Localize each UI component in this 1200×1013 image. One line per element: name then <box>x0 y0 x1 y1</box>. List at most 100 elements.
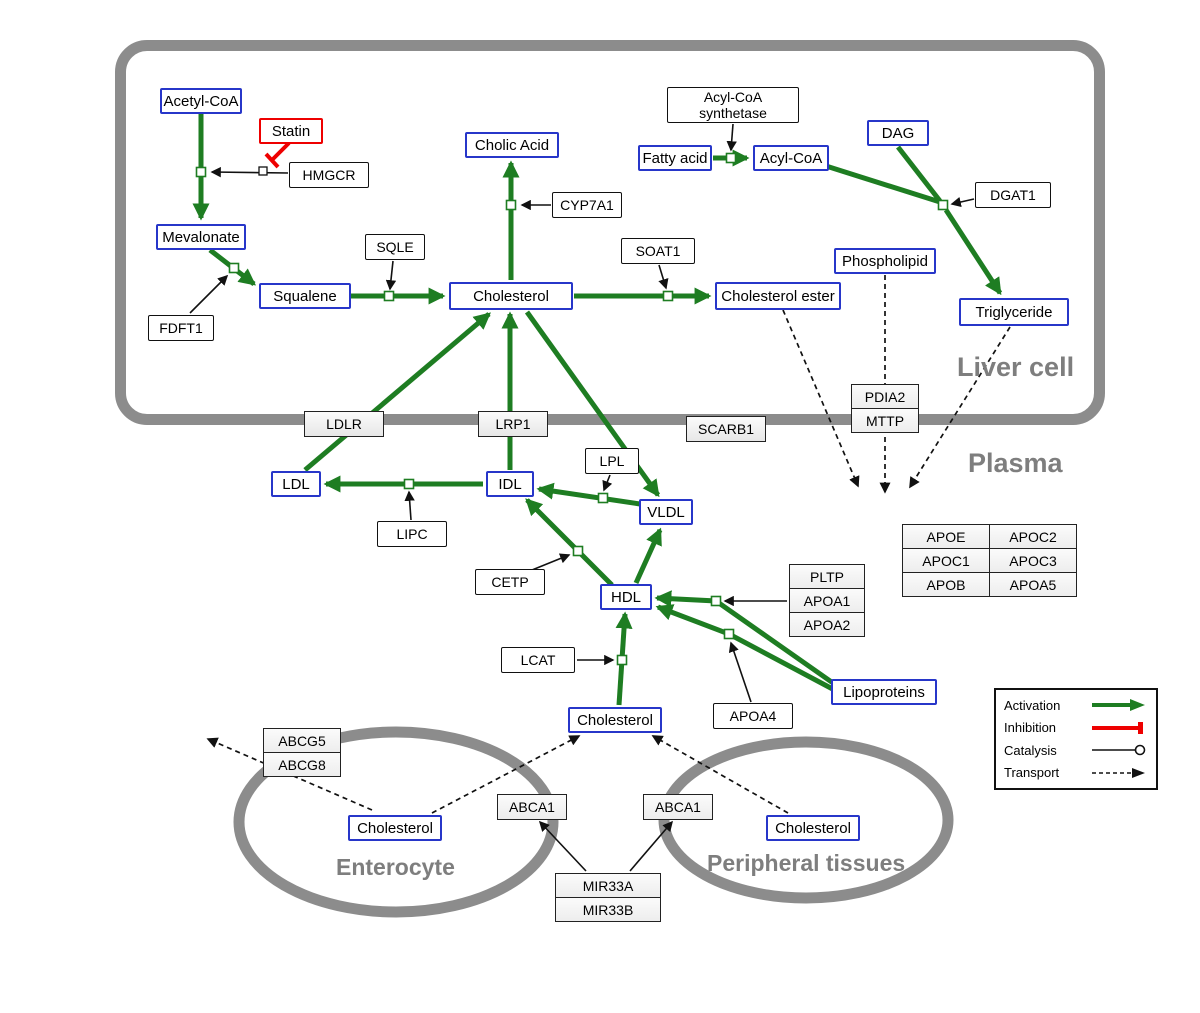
edge-sqle-catalysis <box>385 260 397 291</box>
reaction-node <box>710 595 722 607</box>
node-cholesterol-peripheral: Cholesterol <box>766 815 860 841</box>
peripheral-tissues-label: Peripheral tissues <box>707 850 906 876</box>
statin-target-node <box>258 166 268 176</box>
transport-dashed-arrow-icon <box>1092 767 1145 778</box>
edge-enterocyte-cholesterol-abcg-export <box>206 737 373 811</box>
node-mevalonate: Mevalonate <box>156 224 246 250</box>
legend-transport-label: Transport <box>1004 765 1060 781</box>
reaction-node <box>228 262 240 274</box>
node-abca1-right: ABCA1 <box>643 794 713 820</box>
node-cyp7a1: CYP7A1 <box>552 192 622 218</box>
statin-inhibition-tbar <box>264 152 280 169</box>
legend-inhibition-row: Inhibition <box>1004 720 1148 735</box>
activation-arrow-icon <box>1092 699 1145 712</box>
node-cholesterol-liver: Cholesterol <box>449 282 573 310</box>
node-mttp: MTTP <box>851 408 919 433</box>
node-apoa4: APOA4 <box>713 703 793 729</box>
edge-cetp-catalysis <box>531 553 571 571</box>
node-cholesterol-plasma: Cholesterol <box>568 707 662 733</box>
node-hmgcr: HMGCR <box>289 162 369 188</box>
edge-dag-dgatnode <box>896 145 942 203</box>
node-cholesterol-enterocyte: Cholesterol <box>348 815 442 841</box>
node-lipc: LIPC <box>377 521 447 547</box>
edge-lpl-catalysis <box>602 474 613 492</box>
apo-table-cell: APOB <box>902 572 990 597</box>
node-scarb1: SCARB1 <box>686 416 766 442</box>
reaction-node <box>403 478 415 490</box>
reaction-node <box>383 290 395 302</box>
liver-cell-label: Liver cell <box>957 352 1075 382</box>
node-ldlr: LDLR <box>304 411 384 437</box>
node-acyl-coa-synthetase: Acyl-CoA synthetase <box>667 87 799 123</box>
node-dgat1: DGAT1 <box>975 182 1051 208</box>
acyl-coa-synthetase-line2: synthetase <box>699 105 767 121</box>
node-abcg5: ABCG5 <box>263 728 341 753</box>
legend-transport-row: Transport <box>1004 765 1148 780</box>
edge-fdft1-catalysis <box>189 274 229 314</box>
reaction-node <box>662 290 674 302</box>
node-cholic-acid: Cholic Acid <box>465 132 559 158</box>
node-mir33b: MIR33B <box>555 897 661 922</box>
node-abca1-left: ABCA1 <box>497 794 567 820</box>
peripheral-tissues-membrane <box>658 736 954 904</box>
node-acyl-coa: Acyl-CoA <box>753 145 829 171</box>
edge-hdl-vldl <box>633 527 663 585</box>
liver-cell-compartment <box>115 40 1105 425</box>
edge-vldl-idl <box>536 482 641 507</box>
enterocyte-membrane <box>233 726 559 918</box>
apo-table-cell: APOA5 <box>989 572 1077 597</box>
legend-inhibition-label: Inhibition <box>1004 720 1057 736</box>
edge-mir33-abca1-right <box>629 820 674 872</box>
node-triglyceride: Triglyceride <box>959 298 1069 326</box>
node-mir33a: MIR33A <box>555 873 661 898</box>
apo-table-cell: APOC3 <box>989 548 1077 573</box>
legend-catalysis-label: Catalysis <box>1004 742 1057 758</box>
legend-activation-label: Activation <box>1004 697 1061 713</box>
node-ldl: LDL <box>271 471 321 497</box>
node-apoa2: APOA2 <box>789 612 865 637</box>
apo-table-cell: APOE <box>902 524 990 549</box>
node-hdl: HDL <box>600 584 652 610</box>
node-soat1: SOAT1 <box>621 238 695 264</box>
edge-mir33-abca1-left <box>538 820 587 872</box>
node-lpl: LPL <box>585 448 639 474</box>
edge-ldl-ldlr-cholesterol <box>303 312 491 472</box>
reaction-node <box>937 199 949 211</box>
node-lipoproteins: Lipoproteins <box>831 679 937 705</box>
edge-cholesterolester-plasma <box>782 309 860 488</box>
node-pdia2: PDIA2 <box>851 384 919 409</box>
inhibition-tbar-icon <box>1092 721 1143 734</box>
reaction-node <box>572 545 584 557</box>
edge-dgatnode-triglyceride <box>943 208 1003 296</box>
node-vldl: VLDL <box>639 499 693 525</box>
node-abcg8: ABCG8 <box>263 752 341 777</box>
edge-triglyceride-plasma <box>909 326 1011 489</box>
edge-lipc-catalysis <box>404 490 415 521</box>
edge-apoa4-catalysis <box>728 641 752 703</box>
apo-table-cell: APOC2 <box>989 524 1077 549</box>
edge-acylcoa-synthetase-catalysis <box>726 123 737 152</box>
node-cholesterol-ester: Cholesterol ester <box>715 282 841 310</box>
reaction-node <box>616 654 628 666</box>
node-acetyl-coa: Acetyl-CoA <box>160 88 242 114</box>
edge-soat1-catalysis <box>658 264 669 290</box>
reaction-node <box>725 152 737 164</box>
legend: Activation Inhibition Catalysis Transpor… <box>994 688 1158 790</box>
node-lcat: LCAT <box>501 647 575 673</box>
node-fatty-acid: Fatty acid <box>638 145 712 171</box>
edge-statin-inhibition <box>269 141 291 163</box>
enterocyte-label: Enterocyte <box>336 854 455 880</box>
node-lrp1: LRP1 <box>478 411 548 437</box>
node-phospholipid: Phospholipid <box>834 248 936 274</box>
node-fdft1: FDFT1 <box>148 315 214 341</box>
node-pltp: PLTP <box>789 564 865 589</box>
node-sqle: SQLE <box>365 234 425 260</box>
edge-acylcoa-dgatnode <box>825 163 941 205</box>
reaction-node <box>723 628 735 640</box>
node-squalene: Squalene <box>259 283 351 309</box>
node-idl: IDL <box>486 471 534 497</box>
acyl-coa-synthetase-line1: Acyl-CoA <box>703 89 763 105</box>
node-cetp: CETP <box>475 569 545 595</box>
